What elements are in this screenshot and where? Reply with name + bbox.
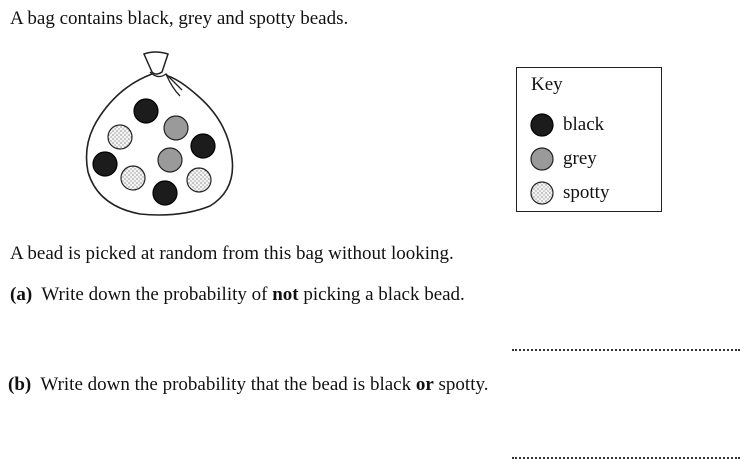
question-a-label: (a) — [10, 284, 33, 305]
key-box: Key black grey spotty — [516, 67, 662, 212]
answer-line-a[interactable] — [512, 349, 740, 351]
spotty-bead-icon — [530, 181, 554, 205]
black-bead-icon — [530, 113, 554, 137]
question-b-text-after: spotty. — [438, 374, 489, 395]
picked-text: A bead is picked at random from this bag… — [10, 243, 454, 264]
bag-tie — [149, 71, 183, 97]
key-label-grey: grey — [563, 148, 597, 169]
question-b-text-before: Write down the probability that the bead… — [40, 374, 412, 395]
black-bead — [152, 180, 178, 206]
key-label-spotty: spotty — [563, 182, 610, 203]
answer-line-b[interactable] — [512, 457, 740, 459]
question-a-text-before: Write down the probability of — [41, 284, 268, 305]
question-b: (b) Write down the probability that the … — [8, 374, 489, 396]
question-b-label: (b) — [8, 374, 32, 395]
black-bead — [92, 151, 118, 177]
question-a-emphasis: not — [272, 284, 299, 305]
spotty-bead — [120, 165, 146, 191]
key-label-black: black — [563, 114, 605, 135]
bag-neck — [142, 51, 169, 75]
grey-bead-icon — [530, 147, 554, 171]
black-bead — [133, 98, 159, 124]
question-b-emphasis: or — [415, 374, 434, 395]
key-title: Key — [531, 74, 563, 95]
question-a-text-after: picking a black bead. — [303, 284, 465, 305]
grey-bead — [157, 147, 183, 173]
spotty-bead — [186, 167, 212, 193]
bag-outline — [85, 73, 234, 216]
intro-text: A bag contains black, grey and spotty be… — [10, 8, 349, 29]
question-a: (a) Write down the probability of not pi… — [10, 284, 465, 306]
black-bead — [190, 133, 216, 159]
bead-bag-illustration — [85, 51, 234, 216]
grey-bead — [163, 115, 189, 141]
spotty-bead — [107, 124, 133, 150]
